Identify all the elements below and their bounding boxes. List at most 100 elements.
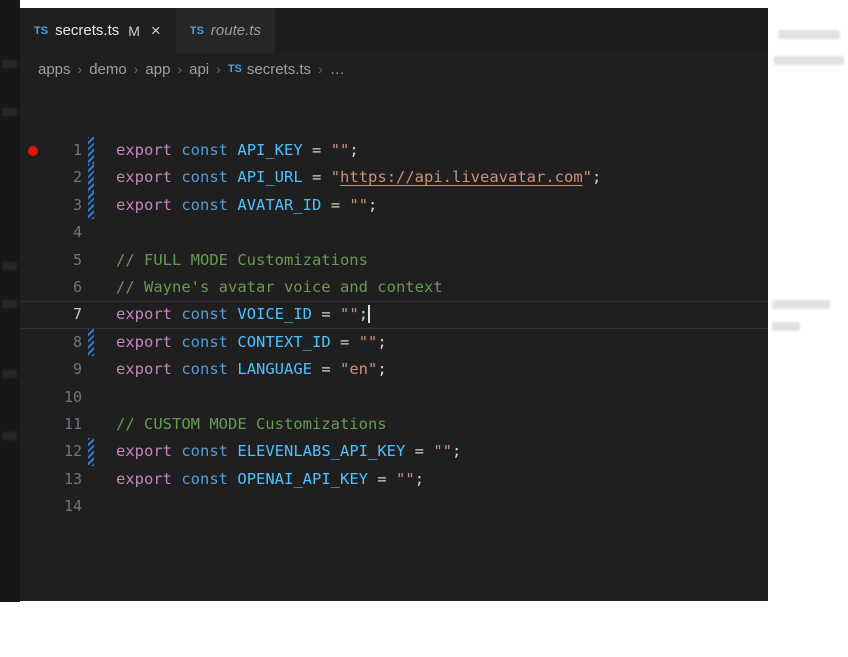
breadcrumb-item-demo[interactable]: demo [89,61,127,78]
chevron-right-icon: › [216,61,221,77]
modified-lines-indicator [88,164,94,192]
line-number[interactable]: 5 [72,250,82,269]
code-line[interactable]: 11// CUSTOM MODE Customizations [20,411,768,438]
tab-label: secrets.ts [55,22,120,39]
line-number[interactable]: 3 [72,195,82,214]
background-text-fragment [772,300,830,309]
line-number[interactable]: 14 [63,497,82,516]
code-text: export const AVATAR_ID = ""; [94,192,377,219]
code-token: const [181,360,229,379]
code-token: export [116,332,172,351]
code-line[interactable]: 10 [20,384,768,411]
code-token: ; [358,305,369,324]
code-line[interactable]: 6 // Wayne's avatar voice and context [20,274,768,301]
close-icon[interactable]: × [150,21,161,40]
code-token: "" [433,442,453,461]
code-token [228,442,237,460]
breadcrumb-label: … [329,60,345,78]
tab-secrets.ts[interactable]: TS secrets.ts M × [20,8,176,53]
modified-lines-indicator [88,493,94,520]
code-token [172,360,181,378]
background-window-strip [0,0,20,602]
code-token: ; [368,195,378,214]
modified-badge: M [128,22,140,39]
code-token: "" [358,332,378,351]
line-number[interactable]: 13 [63,469,82,488]
background-text-fragment [774,56,844,65]
code-token: = [302,141,331,159]
breadcrumb-item-api[interactable]: api [189,61,209,78]
code-token: = [330,332,359,351]
line-number[interactable]: 11 [63,414,82,433]
code-token [172,305,181,323]
chevron-right-icon: › [77,61,83,77]
code-token [172,196,181,214]
code-text: export const OPENAI_API_KEY = ""; [94,466,424,493]
breadcrumb-label: api [189,60,210,78]
modified-lines-indicator [88,328,94,357]
code-token: // FULL MODE Customizations [116,250,368,269]
modified-lines-indicator [88,438,94,466]
line-number[interactable]: 6 [72,277,82,296]
breakpoint-gutter[interactable] [20,145,46,156]
line-number[interactable]: 4 [72,223,82,242]
background-text-fragment [2,300,17,308]
breakpoint-icon [28,145,38,156]
line-number[interactable]: 10 [63,387,82,406]
code-token: ; [452,442,462,461]
code-token: const [181,469,229,488]
code-token: ; [414,469,425,488]
code-line[interactable]: 3 export const AVATAR_ID = ""; [20,191,768,220]
code-token: export [116,141,172,159]
chevron-right-icon: › [318,61,323,77]
code-token: CONTEXT_ID [237,332,331,351]
line-number[interactable]: 1 [72,141,82,159]
breadcrumb-item-[interactable]: … [330,61,345,78]
background-text-fragment [2,108,17,116]
code-token: export [116,469,172,488]
code-token: ; [349,141,359,159]
breadcrumb-item-apps[interactable]: apps [38,61,71,78]
code-token [172,470,181,488]
code-token: LANGUAGE [237,360,313,379]
code-token: = [321,195,350,214]
line-number[interactable]: 2 [72,168,82,187]
code-token: VOICE_ID [237,305,313,324]
code-token: const [181,195,229,214]
code-line[interactable]: 14 [20,493,768,520]
line-number[interactable]: 12 [63,442,82,461]
code-token: // Wayne's avatar voice and context [116,277,443,296]
code-line[interactable]: 5 // FULL MODE Customizations [20,247,768,274]
code-token: API_KEY [237,141,303,159]
code-line[interactable]: 13 export const OPENAI_API_KEY = ""; [20,466,768,493]
code-token: "" [340,305,359,324]
line-number[interactable]: 7 [72,305,82,324]
code-token: "en" [340,360,378,379]
code-token: const [181,305,229,324]
breadcrumb-label: demo [89,60,127,78]
line-number[interactable]: 9 [72,360,82,379]
line-number[interactable]: 8 [72,332,82,351]
breadcrumb-label: app [145,60,171,78]
code-token: export [116,305,172,324]
typescript-file-icon: TS [34,24,49,37]
background-text-fragment [2,60,17,68]
modified-lines-indicator [88,137,94,165]
background-text-fragment [772,322,800,331]
breadcrumb-item-app[interactable]: app [145,61,170,78]
code-token: " [582,168,593,187]
code-line[interactable]: 4 [20,219,768,246]
code-token: const [181,442,229,461]
code-token [172,141,181,159]
text-cursor [368,304,370,323]
